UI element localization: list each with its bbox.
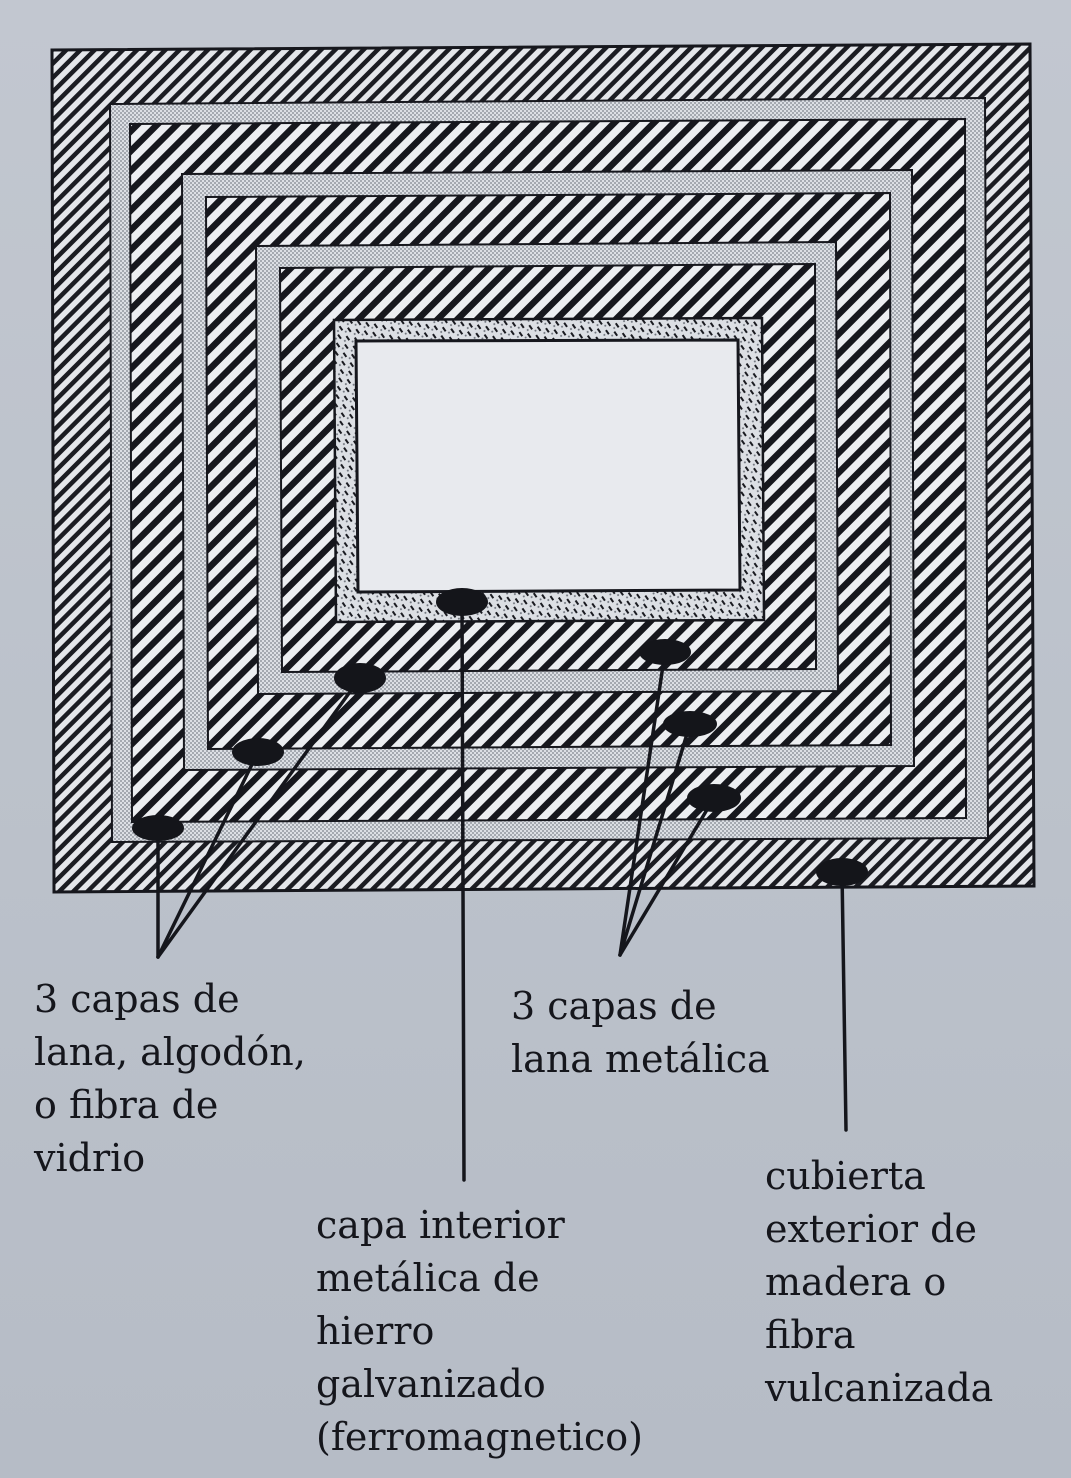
leader-metal-3 — [618, 796, 716, 957]
marker-wool-3 — [334, 663, 386, 693]
marker-outer-cover — [816, 858, 868, 886]
label-line: vidrio — [34, 1136, 146, 1180]
leader-metal-1 — [618, 650, 667, 957]
marker-inner-iron — [436, 588, 488, 616]
label-line: metálica de — [316, 1256, 540, 1300]
label-line: (ferromagnetico) — [316, 1415, 643, 1459]
label-line: fibra — [765, 1313, 856, 1357]
leader-wool-2 — [156, 750, 260, 959]
marker-metal-3 — [687, 784, 741, 812]
label-metal-wool-layers: 3 capas de lana metálica — [511, 980, 770, 1086]
leader-outer-cover — [840, 870, 848, 1132]
markers — [132, 588, 868, 886]
label-line: vulcanizada — [765, 1366, 994, 1410]
label-line: lana, algodón, — [34, 1030, 306, 1074]
label-line: 3 capas de — [511, 984, 717, 1028]
label-wool-layers: 3 capas de lana, algodón, o fibra de vid… — [34, 973, 306, 1185]
label-inner-layer: capa interior metálica de hierro galvani… — [316, 1199, 643, 1464]
label-line: capa interior — [316, 1203, 565, 1247]
marker-wool-2 — [232, 738, 284, 766]
label-line: lana metálica — [511, 1037, 770, 1081]
leader-metal-2 — [618, 722, 692, 957]
leader-wool-3 — [156, 676, 362, 959]
leader-inner-iron — [460, 600, 466, 1182]
label-line: exterior de — [765, 1207, 977, 1251]
leader-lines — [156, 600, 848, 1182]
label-line: 3 capas de — [34, 977, 240, 1021]
label-line: madera o — [765, 1260, 947, 1304]
marker-metal-1 — [639, 639, 691, 665]
label-line: cubierta — [765, 1154, 926, 1198]
label-outer-cover: cubierta exterior de madera o fibra vulc… — [765, 1150, 993, 1415]
label-line: o fibra de — [34, 1083, 219, 1127]
inner-cavity — [354, 338, 742, 594]
marker-wool-1 — [132, 815, 184, 841]
label-line: galvanizado — [316, 1362, 546, 1406]
label-line: hierro — [316, 1309, 435, 1353]
marker-metal-2 — [663, 711, 717, 737]
